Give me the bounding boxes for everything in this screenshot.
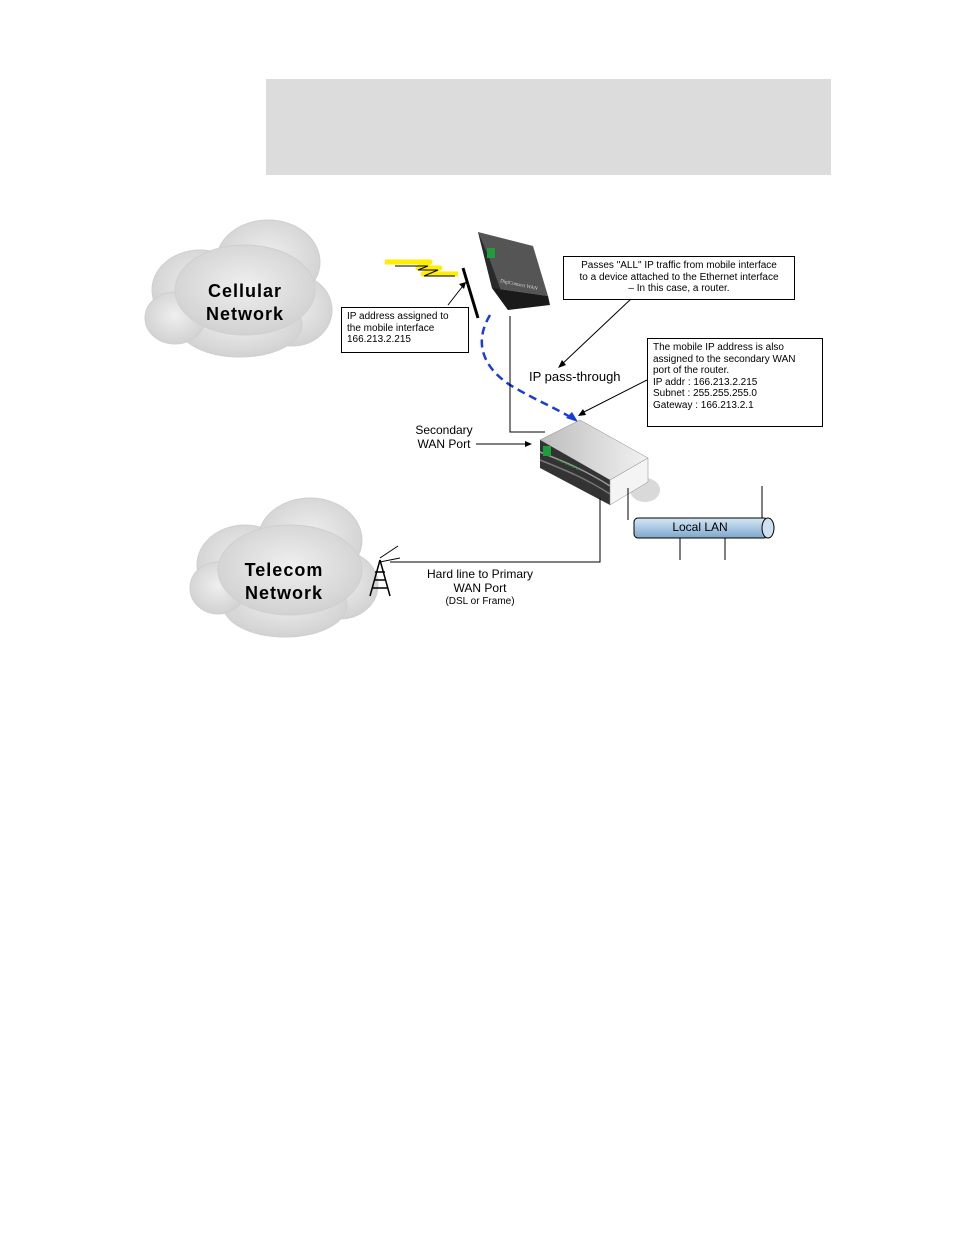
telecom-title-line2: Network bbox=[244, 583, 323, 603]
telecom-title-line1: Telecom bbox=[244, 560, 324, 580]
secondary-wan-note-line6: Gateway : 166.213.2.1 bbox=[653, 399, 754, 411]
mobile-ip-box: IP address assigned to the mobile interf… bbox=[341, 307, 469, 353]
cellular-cloud-icon bbox=[144, 219, 333, 358]
passthrough-note-line1: Passes "ALL" IP traffic from mobile inte… bbox=[581, 260, 777, 271]
dashed-ip-link bbox=[480, 314, 576, 422]
hard-line bbox=[390, 498, 601, 563]
header-band bbox=[266, 79, 831, 175]
secondary-wan-note-line2: assigned to the secondary WAN bbox=[653, 353, 796, 365]
mobile-ip-line1: IP address assigned to bbox=[347, 311, 449, 322]
mobile-ip-line2: the mobile interface bbox=[347, 322, 435, 334]
arrow-secondary-wan-port bbox=[476, 441, 532, 447]
secondary-wan-port-label: Secondary WAN Port bbox=[408, 423, 480, 451]
cellular-modem-icon: DigiConnect WAN bbox=[461, 232, 550, 319]
mobile-ip-line3: 166.213.2.215 bbox=[347, 334, 411, 345]
secondary-wan-note-line1: The mobile IP address is also bbox=[653, 342, 784, 353]
hardline-line1: Hard line to Primary bbox=[426, 567, 534, 581]
arrow-passthrough bbox=[558, 297, 633, 368]
secondary-wan-line2: WAN Port bbox=[417, 437, 471, 451]
secondary-wan-note-line3: port of the router. bbox=[653, 365, 730, 376]
cellular-title-line1: Cellular bbox=[207, 281, 283, 301]
hardline-label: Hard line to Primary WAN Port (DSL or Fr… bbox=[416, 567, 544, 609]
telecom-cloud-icon bbox=[189, 497, 379, 638]
secondary-wan-note-box: The mobile IP address is also assigned t… bbox=[647, 338, 823, 427]
ip-passthrough-label: IP pass-through bbox=[529, 369, 621, 384]
secondary-wan-note-line4: IP addr : 166.213.2.215 bbox=[653, 376, 758, 388]
secondary-wan-note-line5: Subnet : 255.255.255.0 bbox=[653, 388, 757, 399]
passthrough-note-line3: – In this case, a router. bbox=[628, 283, 730, 294]
arrow-secondary-wan-note bbox=[578, 379, 648, 416]
hardline-line2: WAN Port bbox=[453, 581, 507, 595]
local-lan-label: Local LAN bbox=[672, 520, 728, 534]
local-lan-pipe bbox=[633, 486, 775, 560]
cellular-title-line2: Network bbox=[205, 304, 284, 324]
telecom-network-title: Telecom Network bbox=[228, 559, 340, 605]
router-icon bbox=[539, 419, 660, 506]
arrow-mobile-ip bbox=[447, 281, 467, 306]
cellular-network-title: Cellular Network bbox=[190, 280, 300, 326]
dashed-link-arrowhead bbox=[566, 412, 578, 422]
ethernet-wire bbox=[509, 316, 545, 433]
passthrough-note-box: Passes "ALL" IP traffic from mobile inte… bbox=[563, 256, 795, 300]
hardline-line3: (DSL or Frame) bbox=[445, 596, 515, 607]
lightning-signal-icon bbox=[385, 259, 458, 277]
secondary-wan-line1: Secondary bbox=[415, 423, 473, 437]
tower-icon bbox=[369, 545, 401, 597]
passthrough-note-line2: to a device attached to the Ethernet int… bbox=[579, 271, 779, 283]
